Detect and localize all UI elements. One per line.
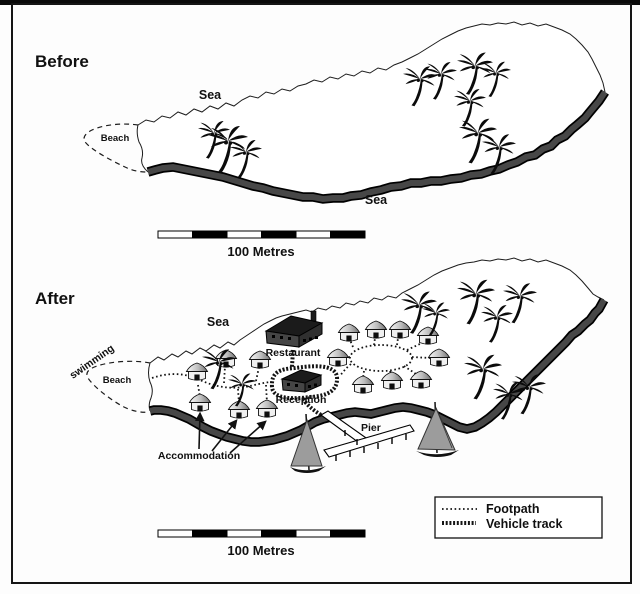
pier-posts [335, 430, 407, 461]
legend-footpath-label: Footpath [486, 502, 539, 516]
sailboat-left [290, 413, 326, 473]
figure-border [11, 3, 632, 584]
page-top-edge [0, 0, 640, 5]
before-scale-label: 100 Metres [227, 244, 294, 259]
accommodation-label: Accommodation [158, 450, 240, 462]
accommodation-arrow [211, 419, 238, 452]
legend-vehicle-track-label: Vehicle track [486, 517, 562, 531]
after-scale-label: 100 Metres [227, 543, 294, 558]
reception-building [280, 369, 323, 393]
reception-label: Reception [276, 394, 327, 406]
before-south-cliff [147, 90, 608, 203]
after-title: After [35, 289, 75, 308]
before-west-edge [136, 124, 149, 173]
accommodation-arrows [194, 411, 267, 454]
after-island [148, 258, 604, 442]
after-map: After Sea Beach swimming Restaurant Rece… [35, 257, 609, 558]
sailboat-right [416, 401, 459, 457]
before-north-coastline [137, 21, 606, 126]
after-scale-bar: 100 Metres [157, 529, 366, 558]
pier-label: Pier [361, 422, 381, 434]
after-beach-label: Beach [103, 375, 132, 386]
footpath-network [151, 337, 431, 405]
legend: Footpath Vehicle track [434, 496, 603, 539]
after-sea-label: Sea [207, 315, 230, 329]
after-north-coastline [149, 257, 605, 364]
after-west-edge [148, 362, 153, 412]
legend-box [434, 496, 603, 539]
before-title: Before [35, 52, 89, 71]
before-beach-label: Beach [101, 133, 130, 144]
vehicle-track-network [269, 349, 340, 417]
before-scale-bar: 100 Metres [157, 230, 366, 259]
accommodation-arrow [229, 420, 267, 454]
after-beach-outline [86, 360, 151, 413]
before-sea-south-label: Sea [365, 193, 388, 207]
before-sea-north-label: Sea [199, 88, 222, 102]
before-map: Before Sea Sea Beach 100 Metres [35, 21, 609, 259]
restaurant-building [264, 310, 324, 348]
pier [319, 410, 415, 461]
restaurant-label: Restaurant [266, 347, 321, 359]
accommodation-arrow [194, 411, 205, 450]
after-south-cliff [149, 298, 607, 445]
before-beach-outline [83, 123, 147, 173]
